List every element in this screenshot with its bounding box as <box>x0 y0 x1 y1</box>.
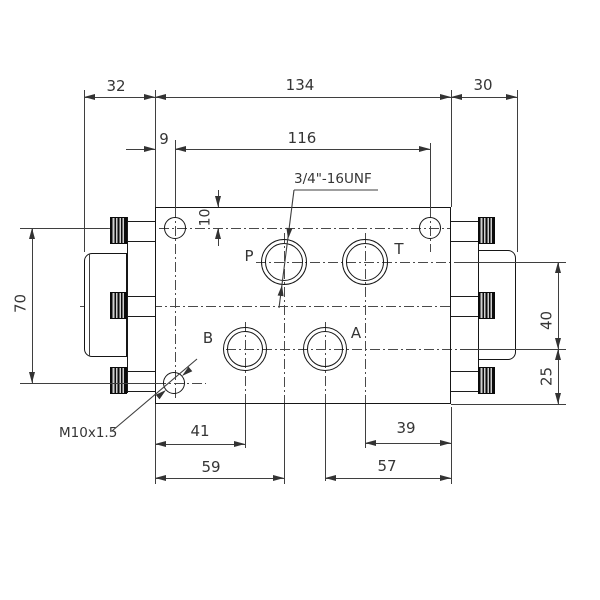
arrowhead <box>365 439 376 446</box>
extension-line <box>325 404 326 481</box>
arrowhead <box>144 93 155 100</box>
leader-arrowhead <box>155 390 166 400</box>
extension-line <box>451 407 452 484</box>
knurled-plug <box>110 367 127 394</box>
arrowhead <box>155 440 166 447</box>
arrowhead <box>234 440 245 447</box>
port-label-t: T <box>394 240 404 258</box>
extension-line <box>517 90 518 252</box>
centerline-port-t <box>365 233 366 404</box>
dimension-line-57 <box>325 478 451 479</box>
extension-line <box>451 90 452 207</box>
centerline-body-middle <box>80 306 516 307</box>
arrowhead <box>84 93 95 100</box>
dim-port-row-spacing: 40 <box>537 310 556 331</box>
extension-line <box>365 404 366 448</box>
mount-thread-callout: M10x1.5 <box>59 425 118 441</box>
arrowhead <box>214 196 221 207</box>
dimension-line-top <box>84 97 517 98</box>
thread-callout: 3/4"-16UNF <box>294 171 372 187</box>
arrowhead <box>451 93 462 100</box>
extension-line <box>175 140 176 208</box>
dim-p-port-offset: 59 <box>201 458 221 476</box>
dimension-line-9-tail <box>126 149 155 150</box>
leader-arrowhead <box>277 285 284 297</box>
port-label-p: P <box>244 247 254 265</box>
arrowhead <box>554 262 561 273</box>
dim-t-port-offset: 39 <box>396 419 416 437</box>
port-a-thread-circle <box>306 330 344 368</box>
port-label-a: A <box>350 324 362 342</box>
arrowhead <box>144 145 155 152</box>
dim-hole-edge-offset: 9 <box>159 130 169 148</box>
mounting-hole-top-left <box>164 217 186 239</box>
arrowhead <box>440 93 451 100</box>
port-t-thread-circle <box>345 242 385 282</box>
arrowhead <box>155 474 166 481</box>
dim-cap-left-width: 32 <box>106 77 126 95</box>
extension-line <box>284 404 285 484</box>
knurled-plug <box>478 217 495 244</box>
arrowhead <box>440 474 451 481</box>
extension-line <box>245 404 246 448</box>
knurled-plug <box>110 292 127 319</box>
dim-hole-vertical-spacing: 70 <box>11 293 30 314</box>
dimension-line-59 <box>155 478 284 479</box>
port-a-circle <box>303 327 347 371</box>
arrowhead <box>214 228 221 239</box>
extension-line <box>84 90 85 252</box>
arrowhead <box>28 372 35 383</box>
port-b-circle <box>223 327 267 371</box>
port-p-thread-circle <box>264 242 304 282</box>
extension-line <box>430 143 431 208</box>
arrowhead <box>28 228 35 239</box>
dimension-line-40-25 <box>558 262 559 404</box>
dim-port-top-offset: 10 <box>197 208 214 227</box>
port-label-b: B <box>202 329 214 347</box>
dim-body-width: 134 <box>285 76 315 94</box>
dim-port-bottom-offset: 25 <box>537 366 556 387</box>
extension-line <box>155 90 156 207</box>
extension-line <box>20 228 108 229</box>
arrowhead <box>273 474 284 481</box>
left-cap-tangent-line <box>89 254 90 356</box>
port-b-thread-circle <box>226 330 264 368</box>
arrowhead <box>554 338 561 349</box>
arrowhead <box>325 474 336 481</box>
knurled-plug <box>110 217 127 244</box>
arrowhead <box>175 145 186 152</box>
dimension-line-39 <box>365 443 451 444</box>
extension-line <box>460 262 566 263</box>
arrowhead <box>554 349 561 360</box>
leader-arrowhead <box>182 366 193 376</box>
arrowhead <box>155 93 166 100</box>
mounting-hole-top-right <box>419 217 441 239</box>
centerline-port-p <box>284 233 285 404</box>
mounting-hole-bottom-left <box>163 372 185 394</box>
extension-line <box>451 404 566 405</box>
centerline-top-holes <box>105 228 461 229</box>
dim-cap-right-width: 30 <box>473 76 493 94</box>
port-t-circle <box>342 239 388 285</box>
arrowhead <box>554 393 561 404</box>
port-p-circle <box>261 239 307 285</box>
arrowhead <box>506 93 517 100</box>
dim-hole-spacing: 116 <box>287 129 317 147</box>
dimension-line-116 <box>175 149 430 150</box>
dim-b-port-offset: 41 <box>190 422 210 440</box>
dimension-line-41 <box>155 444 245 445</box>
main-block-outline <box>155 207 451 404</box>
knurled-plug <box>478 367 495 394</box>
extension-line <box>20 383 158 384</box>
extension-line <box>460 349 566 350</box>
dimension-line-70 <box>32 228 33 383</box>
centerline-left-holes <box>175 208 176 400</box>
arrowhead <box>440 439 451 446</box>
knurled-plug <box>478 292 495 319</box>
leader-arrowhead <box>286 227 293 239</box>
dim-a-port-offset: 57 <box>377 457 397 475</box>
arrowhead <box>419 145 430 152</box>
